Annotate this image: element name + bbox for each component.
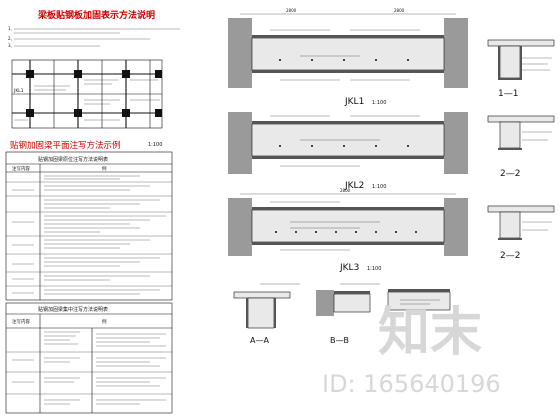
section-2-2b-label: 2—2 bbox=[500, 251, 520, 261]
svg-text:1:100: 1:100 bbox=[367, 266, 381, 272]
svg-text:2800: 2800 bbox=[340, 188, 351, 193]
elevation-jkl2: JKL2 1:100 bbox=[228, 112, 468, 191]
svg-text:例: 例 bbox=[102, 165, 107, 172]
svg-text:3、: 3、 bbox=[8, 43, 15, 48]
span-dim: 2800 bbox=[286, 8, 297, 13]
notes-text: 1、 2、 3、 bbox=[8, 26, 180, 48]
notes-title: 梁板贴钢板加固表示方法说明 bbox=[37, 9, 155, 21]
detail-b-b-label: B—B bbox=[330, 336, 349, 345]
section-1-1: 1—1 bbox=[487, 39, 555, 99]
section-1-1-label: 1—1 bbox=[498, 89, 518, 99]
jkl1-label: JKL1 bbox=[344, 97, 364, 107]
jkl3-label: JKL3 bbox=[339, 263, 359, 273]
detail-anchor bbox=[387, 289, 451, 311]
svg-text:例: 例 bbox=[102, 318, 107, 325]
section-2-2-label: 2—2 bbox=[500, 169, 520, 179]
plan-caption: 贴钢加固梁平面注写方法示例 bbox=[10, 140, 121, 151]
svg-text:注写内容: 注写内容 bbox=[12, 318, 30, 325]
elevation-jkl3: 2800 JKL3 1:100 bbox=[228, 188, 468, 273]
jkl2-label: JKL2 bbox=[344, 181, 364, 191]
svg-text:JKL1: JKL1 bbox=[13, 88, 24, 94]
elevation-jkl1: 2800 2800 JKL1 1:100 bbox=[228, 8, 468, 107]
svg-text:1:100: 1:100 bbox=[372, 184, 386, 190]
annotation-table-1: 贴钢加固梁原位注写方法说明表 注写内容 例 bbox=[5, 151, 173, 301]
svg-text:2、: 2、 bbox=[8, 36, 15, 41]
svg-text:1、: 1、 bbox=[8, 26, 15, 31]
plan-scale: 1:100 bbox=[148, 142, 162, 148]
section-2-2-a: 2—2 bbox=[487, 115, 555, 179]
table1-title: 贴钢加固梁原位注写方法说明表 bbox=[38, 156, 108, 163]
svg-text:注写内容: 注写内容 bbox=[12, 165, 30, 172]
framing-plan: JKL1 bbox=[11, 59, 163, 129]
svg-text:2800: 2800 bbox=[394, 8, 405, 13]
detail-a-a: A—A bbox=[233, 283, 300, 345]
svg-text:1:100: 1:100 bbox=[372, 100, 386, 106]
section-2-2-b: 2—2 bbox=[487, 205, 555, 261]
table2-title: 贴钢加固梁集中注写方法说明表 bbox=[38, 306, 108, 313]
watermark-logo: 知末 bbox=[378, 303, 482, 363]
annotation-table-2: 贴钢加固梁集中注写方法说明表 注写内容 例 bbox=[5, 302, 173, 414]
detail-a-a-label: A—A bbox=[250, 336, 269, 345]
watermark-id: ID: 165640196 bbox=[322, 370, 501, 398]
detail-b-b: B—B bbox=[316, 283, 380, 345]
